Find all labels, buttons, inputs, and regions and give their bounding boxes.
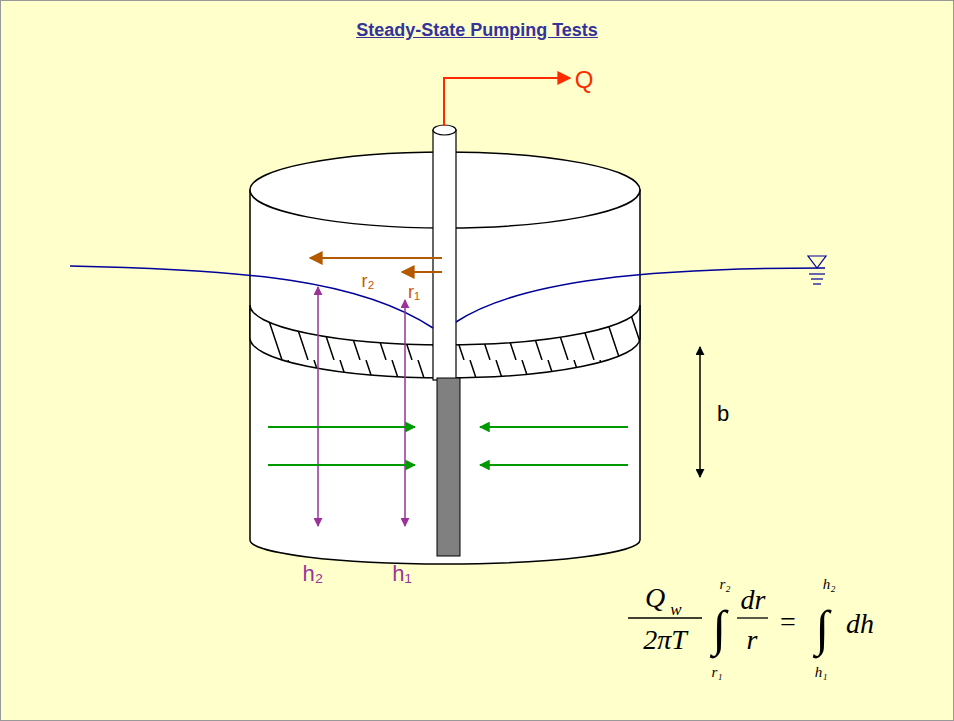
title: Steady-State Pumping Tests (356, 21, 598, 39)
integral-limit: r₁ (711, 665, 722, 680)
radius-label: r₂ (362, 272, 375, 290)
radius-arrow (310, 257, 442, 259)
integral-sign: ∫ (815, 603, 829, 653)
equation-term: dh (846, 610, 874, 638)
equation-term: r (747, 626, 758, 654)
discharge-label: Q (575, 68, 594, 92)
fraction-bar (737, 617, 768, 618)
equation-term: 2πT (643, 626, 687, 654)
equation-subscript: w (670, 601, 681, 618)
water-level-symbol (808, 256, 826, 284)
fraction-bar (628, 617, 702, 618)
radius-arrow (402, 271, 442, 273)
discharge-arrow (444, 78, 570, 126)
head-label: h₂ (303, 563, 324, 585)
water-table (70, 266, 433, 328)
equals-sign: = (780, 608, 796, 636)
head-arrow (404, 300, 406, 526)
integral-limit: h₁ (815, 665, 828, 680)
well-casing (433, 130, 456, 380)
head-arrow (317, 287, 319, 526)
integral-sign: ∫ (712, 603, 726, 653)
radius-label: r₁ (408, 283, 420, 301)
thickness-label: b (717, 403, 729, 425)
integral-limit: h₂ (823, 577, 836, 592)
well-screen (437, 378, 460, 556)
flow-arrow (268, 427, 628, 465)
integral-limit: r₂ (719, 577, 730, 592)
equation-term: dr (741, 586, 766, 614)
thickness-arrow (699, 347, 701, 477)
head-label: h₁ (392, 563, 412, 585)
water-table (456, 268, 825, 322)
equation-term: Q (645, 584, 665, 612)
